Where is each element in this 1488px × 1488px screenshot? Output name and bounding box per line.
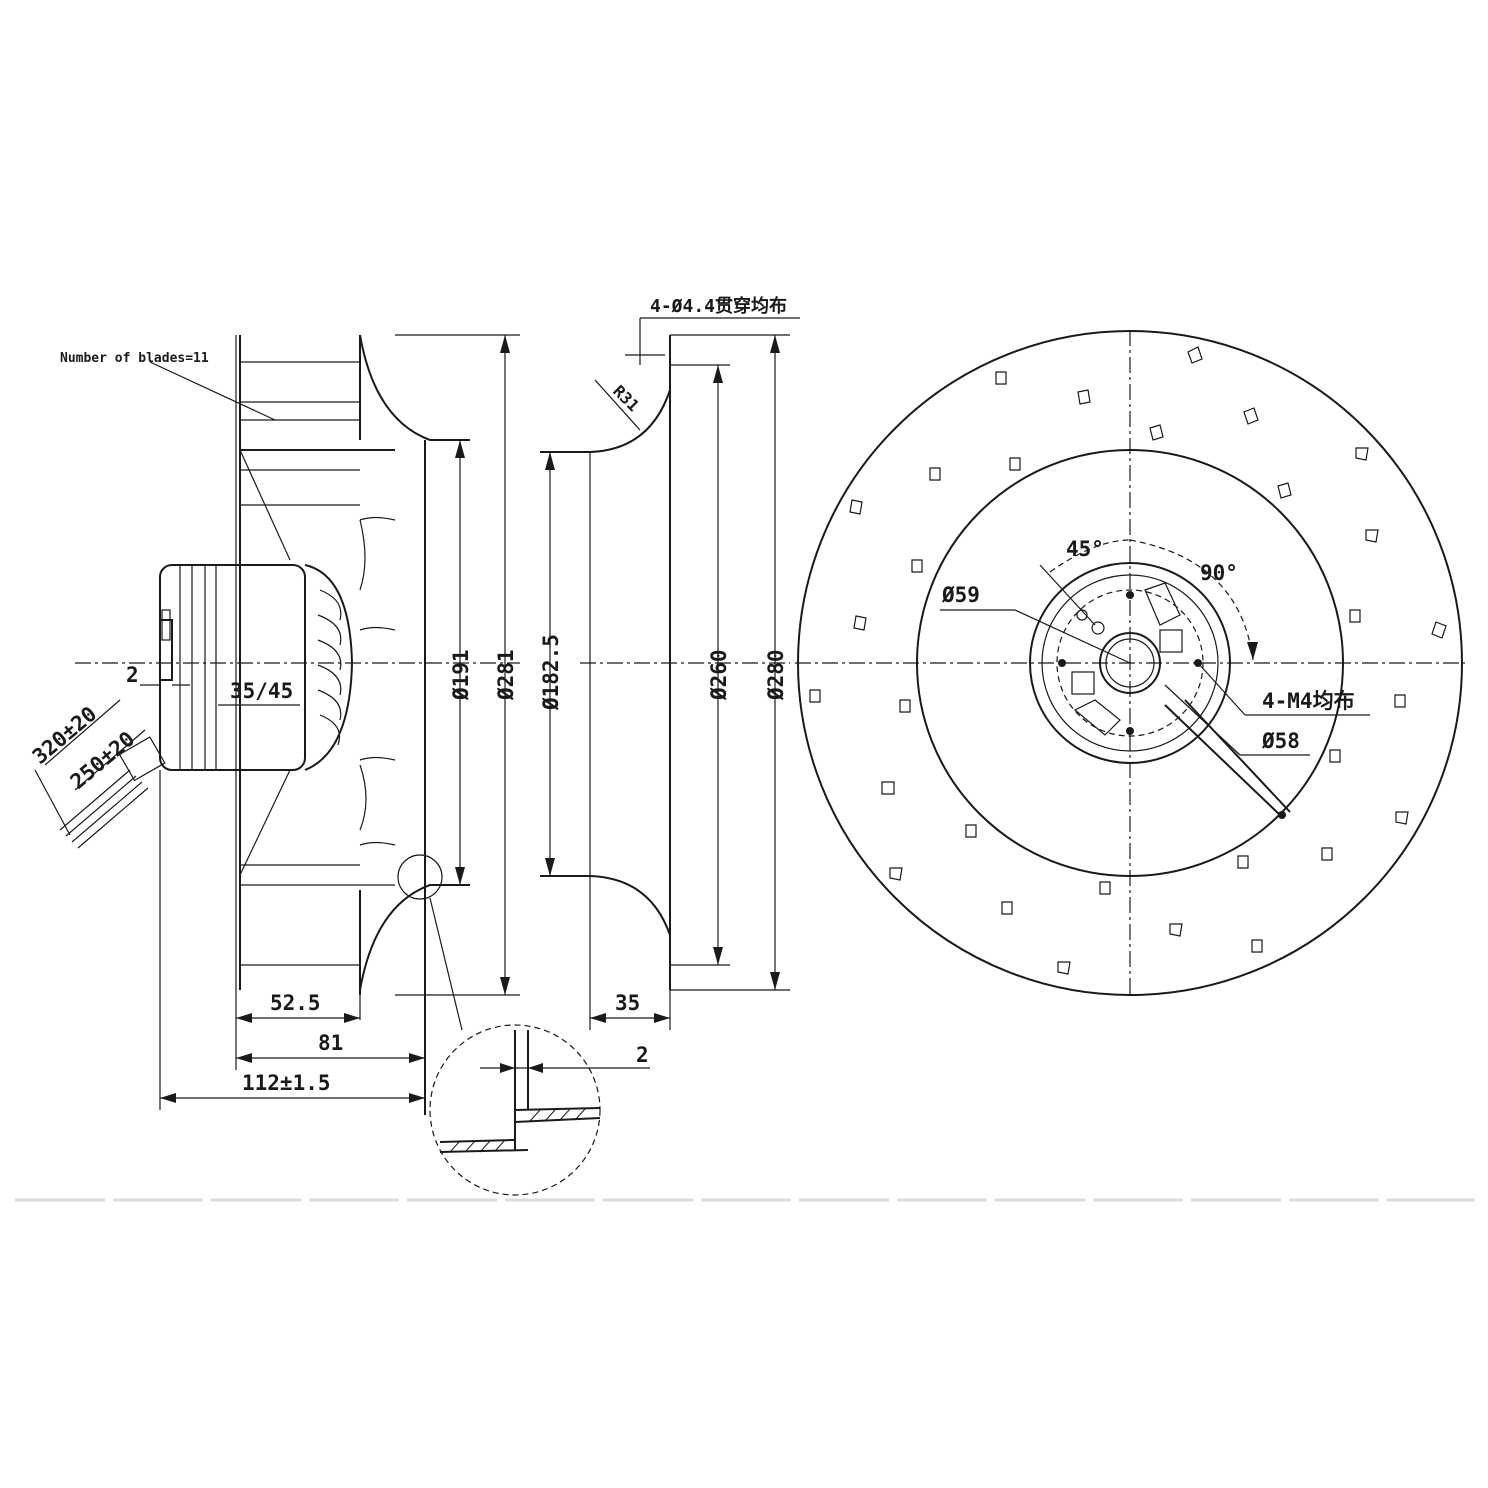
upper-blades xyxy=(239,361,396,631)
dim-d260-label: Ø260 xyxy=(707,649,731,701)
side-view: Number of blades=11 2 35/45 320±20 250±2… xyxy=(28,334,520,1115)
outer-disc xyxy=(797,330,1463,996)
flange-slot xyxy=(1144,582,1181,626)
motor-body xyxy=(159,564,354,771)
dim-d191-label: Ø191 xyxy=(449,649,473,701)
lower-inlet-ring xyxy=(359,884,470,991)
blades-note: Number of blades=11 xyxy=(60,351,209,366)
dim-52-5-label: 52.5 xyxy=(270,991,321,1015)
section-upper-curve xyxy=(540,389,671,453)
lower-blades xyxy=(239,756,396,966)
dim-2-label: 2 xyxy=(126,663,139,687)
detail-view: 2 xyxy=(429,1024,650,1196)
dim-d58-label: Ø58 xyxy=(1261,729,1300,753)
dim-d280-label: Ø280 xyxy=(764,649,788,701)
section-view: 4-Ø4.4贯穿均布 R31 Ø182.5 Ø260 Ø280 35 xyxy=(539,295,800,1030)
angle-45-leader xyxy=(1039,564,1096,626)
angle-90-label: 90° xyxy=(1200,561,1238,585)
blade-slots xyxy=(809,346,1447,975)
inner-ring xyxy=(916,449,1344,877)
dim-d281-label: Ø281 xyxy=(494,649,518,701)
front-cable xyxy=(1164,704,1281,816)
dim-81-label: 81 xyxy=(318,1031,343,1055)
radius-label: R31 xyxy=(609,381,643,415)
dim-35-label: 35 xyxy=(615,991,640,1015)
angle-45-label: 45° xyxy=(1066,537,1104,561)
detail-marker xyxy=(397,854,443,900)
hole-note: 4-Ø4.4贯穿均布 xyxy=(650,295,787,317)
cable xyxy=(34,699,166,849)
upper-inlet-ring xyxy=(359,334,470,441)
section-lower-curve xyxy=(540,875,671,936)
dim-d182-5-label: Ø182.5 xyxy=(539,634,563,711)
motor-flange xyxy=(1029,562,1231,764)
hub xyxy=(1099,632,1161,694)
front-view: 45° 90° Ø59 4-M4均布 Ø58 xyxy=(795,330,1465,996)
blades-leader xyxy=(149,361,276,421)
detail-dim-2-label: 2 xyxy=(636,1043,649,1067)
dim-112-label: 112±1.5 xyxy=(242,1071,331,1095)
dim-d59-label: Ø59 xyxy=(941,583,980,607)
thread-note: 4-M4均布 xyxy=(1262,689,1355,713)
dim-35-45-label: 35/45 xyxy=(230,679,293,703)
